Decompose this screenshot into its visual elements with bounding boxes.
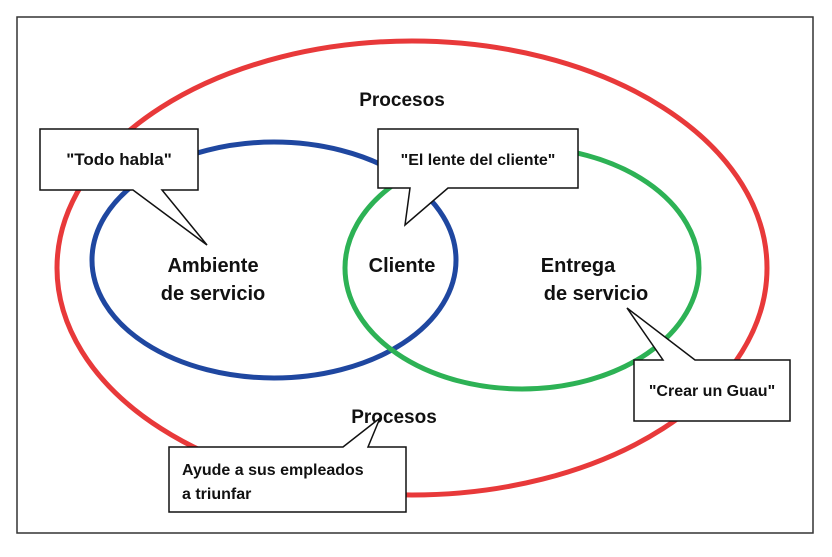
- callout-create-wow-text: "Crear un Guau": [649, 383, 775, 400]
- callout-help-employees-bubble: [168, 415, 407, 513]
- callout-help-employees-line1: Ayude a sus empleados: [182, 462, 364, 479]
- callout-create-wow-bubble: [626, 307, 791, 422]
- processes-label-top: Procesos: [359, 90, 445, 111]
- callout-everything-speaks: "Todo habla": [39, 128, 208, 246]
- environment-circle: [89, 139, 459, 381]
- callout-customer-lens-bubble: [377, 128, 579, 227]
- processes-ring: [54, 38, 770, 498]
- callout-everything-speaks-bubble: [39, 128, 208, 246]
- callout-customer-lens: "El lente del cliente": [377, 128, 579, 227]
- customer-label: Cliente: [369, 255, 436, 277]
- processes-label-bottom: Procesos: [351, 407, 437, 428]
- callout-help-employees-line2: a triunfar: [182, 486, 251, 503]
- diagram-frame: [16, 16, 814, 534]
- delivery-label-line1: Entrega: [541, 255, 616, 277]
- environment-label-line2: de servicio: [161, 283, 266, 305]
- environment-label-line1: Ambiente: [167, 255, 258, 277]
- callout-customer-lens-text: "El lente del cliente": [401, 152, 556, 169]
- callout-help-employees: Ayude a sus empleados a triunfar: [168, 415, 407, 513]
- callout-everything-speaks-text: "Todo habla": [66, 150, 172, 169]
- delivery-label-line2: de servicio: [544, 283, 649, 305]
- callout-create-wow: "Crear un Guau": [626, 307, 791, 422]
